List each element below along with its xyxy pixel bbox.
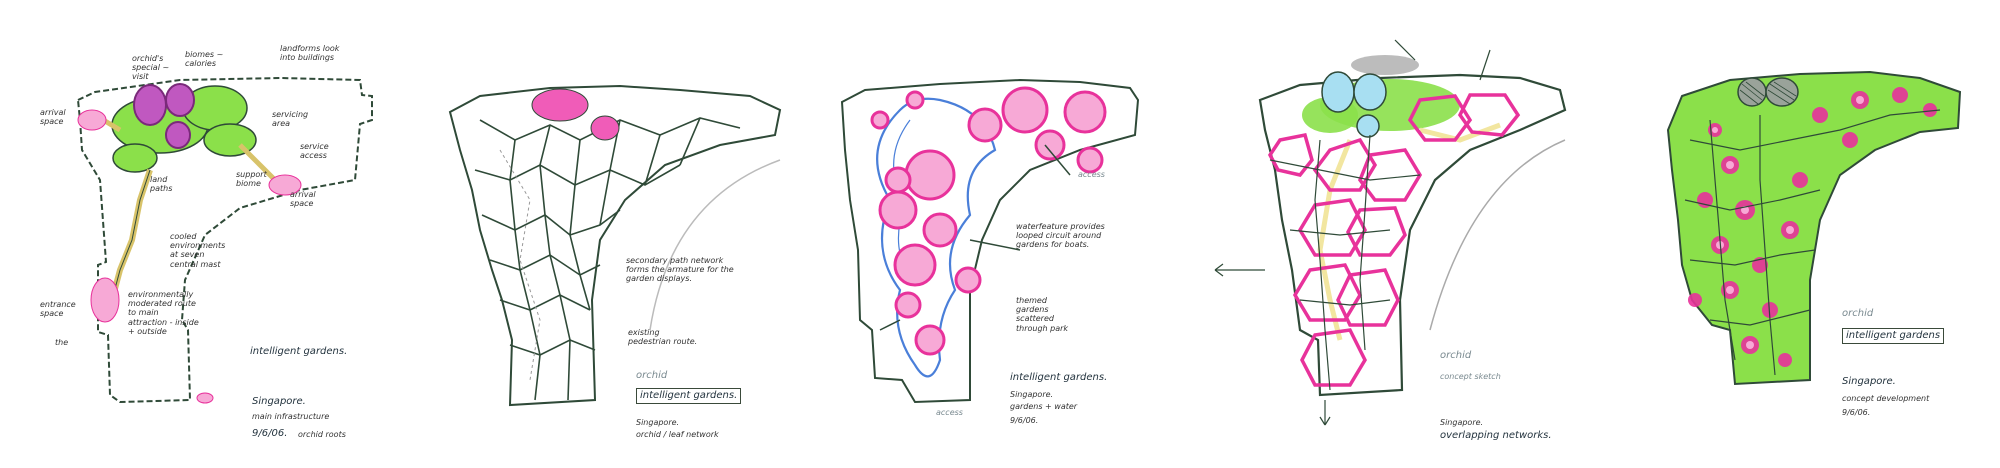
panel3-date: 9/6/06. bbox=[1010, 416, 1039, 425]
panel4-location: Singapore. bbox=[1440, 418, 1484, 427]
label-entrance-space: entrance space bbox=[40, 300, 76, 319]
gardens-water-drawing bbox=[840, 78, 1140, 404]
panel3-title: intelligent gardens. bbox=[1010, 372, 1108, 383]
panel3-location: Singapore. bbox=[1010, 390, 1054, 399]
label-landforms: landforms look into buildings bbox=[280, 44, 340, 63]
overlapping-networks-drawing bbox=[1214, 39, 1567, 426]
site-outline bbox=[1258, 73, 1567, 397]
label-service-access: service access bbox=[300, 142, 329, 161]
sketch-panel-gardens-water: waterfeature provides looped circuit aro… bbox=[820, 0, 1220, 468]
panel2-title: intelligent gardens. bbox=[636, 388, 742, 404]
panel4-subtitle: overlapping networks. bbox=[1440, 430, 1552, 441]
label-the: the bbox=[55, 338, 69, 347]
path-network-drawing bbox=[448, 84, 782, 407]
label-arrival-space-right: arrival space bbox=[290, 190, 316, 209]
panel1-location: Singapore. bbox=[252, 396, 306, 407]
label-arrival-space-top: arrival space bbox=[40, 108, 66, 127]
label-access-top: access bbox=[1078, 170, 1105, 179]
sketch-panel-path-network: secondary path network forms the armatur… bbox=[420, 0, 820, 468]
label-support-biome: support biome bbox=[236, 170, 267, 189]
label-biomes: biomes ~ calories bbox=[185, 50, 224, 69]
label-secondary-network: secondary path network forms the armatur… bbox=[626, 256, 734, 284]
label-existing-route: existing pedestrian route. bbox=[628, 328, 698, 347]
panel2-location: Singapore. bbox=[636, 418, 680, 427]
concept-development-drawing bbox=[1666, 70, 1962, 386]
label-servicing: servicing area bbox=[272, 110, 309, 129]
panel5-location: Singapore. bbox=[1842, 376, 1896, 387]
panel5-date: 9/6/06. bbox=[1842, 408, 1871, 417]
panel5-orchid: orchid bbox=[1842, 308, 1874, 319]
label-environmental: environmentally moderated route to main … bbox=[128, 290, 199, 336]
label-themed-gardens: themed gardens scattered through park bbox=[1016, 296, 1069, 333]
panel4-orchid: orchid bbox=[1440, 350, 1472, 361]
sketch-panel-main-infrastructure: arrival space orchid's special ~ visit b… bbox=[0, 0, 400, 468]
site-plan-drawing bbox=[76, 76, 373, 404]
site-outline bbox=[76, 76, 373, 404]
panel1-title: intelligent gardens. bbox=[250, 346, 348, 357]
panel5-title: intelligent gardens bbox=[1842, 328, 1945, 344]
panel2-subtitle: orchid / leaf network bbox=[636, 430, 719, 439]
label-waterfeature: waterfeature provides looped circuit aro… bbox=[1016, 222, 1105, 250]
site-outline bbox=[840, 78, 1140, 404]
panel5-subtitle: concept development bbox=[1842, 394, 1930, 403]
sketch-panel-concept-development: orchid intelligent gardens Singapore. co… bbox=[1620, 0, 2000, 468]
label-access-bottom: access bbox=[936, 408, 963, 417]
panel3-subtitle: gardens + water bbox=[1010, 402, 1078, 411]
panel2-orchid: orchid bbox=[636, 370, 668, 381]
label-cooled: cooled environments at seven central mas… bbox=[170, 232, 226, 269]
panel1-subtitle: main infrastructure bbox=[252, 412, 330, 421]
panel1-note: orchid roots bbox=[298, 430, 346, 439]
panel1-date: 9/6/06. bbox=[252, 428, 288, 439]
label-orchid-display: orchid's special ~ visit bbox=[132, 54, 170, 82]
panel4-concept: concept sketch bbox=[1440, 372, 1501, 381]
sketch-panel-overlapping-networks: orchid concept sketch Singapore. overlap… bbox=[1214, 0, 1620, 468]
label-land-paths: land paths bbox=[150, 175, 173, 194]
site-outline bbox=[448, 84, 782, 407]
